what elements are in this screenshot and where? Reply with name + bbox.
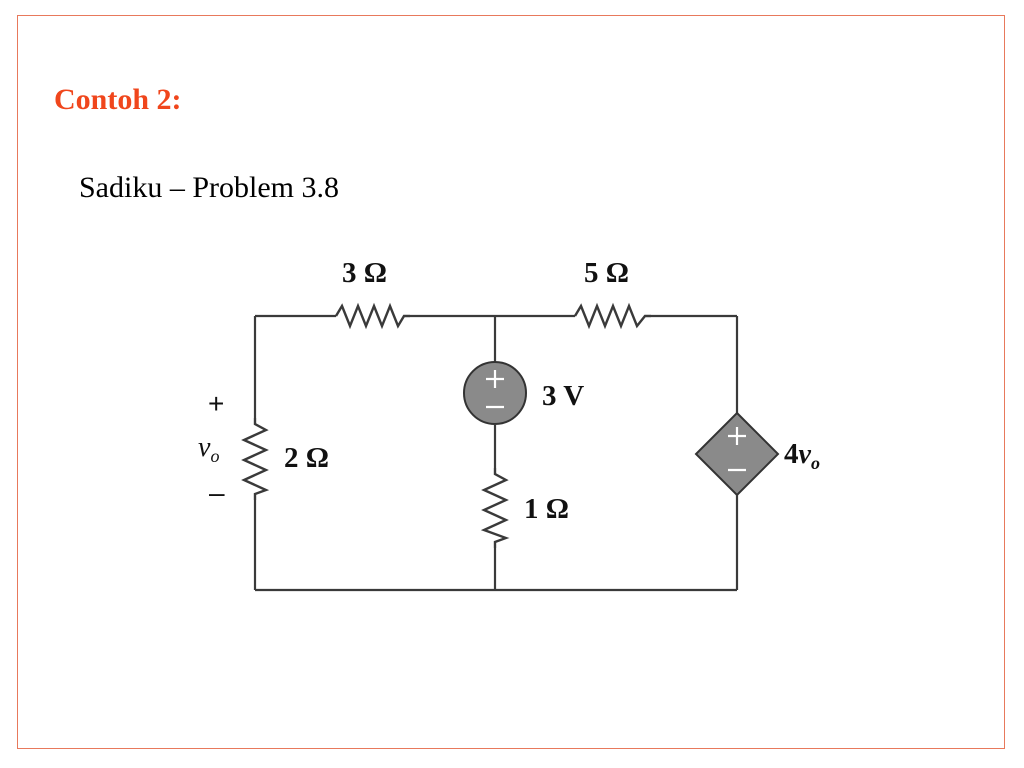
dependent-voltage-source [694, 411, 780, 497]
resistor-2-ohm [241, 418, 270, 500]
label-vo: vo [198, 432, 219, 466]
slide-subtitle: Sadiku – Problem 3.8 [79, 171, 339, 204]
vo-plus-sign: + [208, 388, 224, 419]
label-3v: 3 V [542, 380, 584, 412]
resistor-1-ohm [480, 468, 510, 548]
resistor-3-ohm [334, 302, 410, 330]
slide-frame [17, 15, 1005, 749]
label-5-ohm: 5 Ω [584, 257, 629, 289]
vo-minus-sign: – [209, 477, 225, 508]
voltage-source-3v [463, 361, 527, 425]
resistor-5-ohm [573, 302, 651, 330]
label-dependent-source: 4vo [784, 438, 820, 473]
label-2-ohm: 2 Ω [284, 442, 329, 474]
slide-title: Contoh 2: [54, 83, 182, 116]
label-3-ohm: 3 Ω [342, 257, 387, 289]
label-1-ohm: 1 Ω [524, 493, 569, 525]
